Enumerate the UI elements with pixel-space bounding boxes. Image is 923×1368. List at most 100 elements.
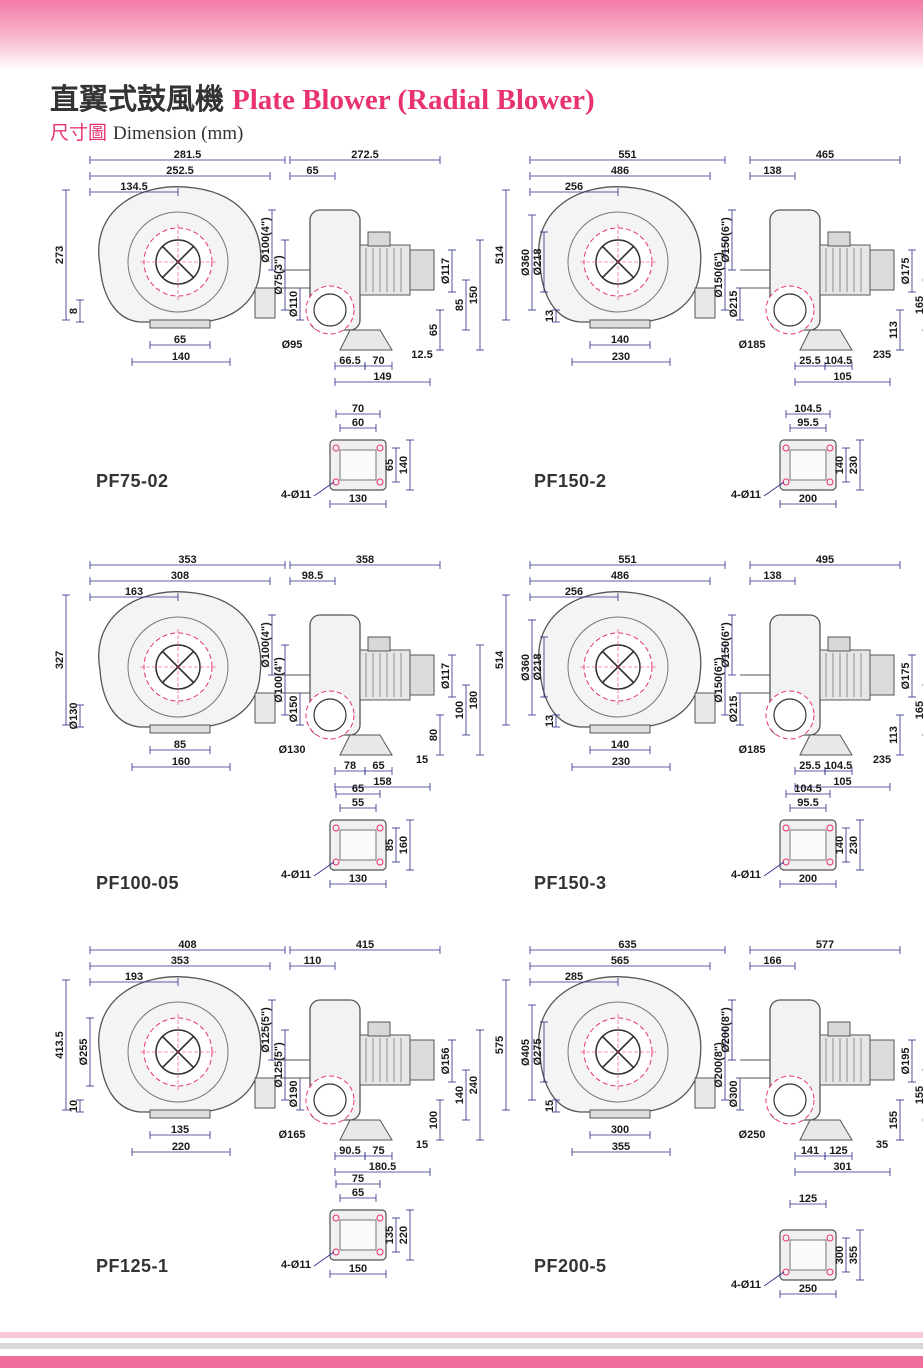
dimension-label: Ø200(8") [720,1007,732,1053]
dimension-label: 75 [352,1173,364,1185]
dimension-label: 140 [398,456,410,474]
dimension-label: Ø110 [288,291,300,317]
dimension-label: 575 [494,1036,506,1054]
dimension-label: 413.5 [54,1031,66,1059]
dimension-label: 150 [349,1263,367,1275]
dimension-label: 272.5 [351,149,379,161]
mount-hole [782,858,790,866]
dimension-label: 85 [384,839,396,851]
dimension-label: Ø218 [532,249,544,276]
terminal-box [827,231,851,247]
dimension-label: 13 [544,310,556,322]
model-label-pf150-2: PF150-2 [534,471,607,491]
dimension-label: 113 [888,321,900,339]
outlet-stub [694,1077,716,1109]
dimension-label: Ø300 [728,1081,740,1108]
base-foot [589,1109,651,1119]
mount-hole [332,478,340,486]
casing-ring [127,1001,229,1103]
dimension-label: 353 [178,554,196,566]
dimension-label: 95.5 [797,417,818,429]
motor-body [359,649,411,701]
footer-stripe-pink [0,1332,923,1338]
dimension-label: 134.5 [120,181,148,193]
dimension-label: 415 [356,939,374,951]
dimension-label: 250 [799,1283,817,1295]
dimension-label: 130 [349,493,367,505]
dimension-label: 160 [172,756,190,768]
dimension-label: 113 [888,726,900,744]
side-view-pf150-2: 465138Ø150(6")Ø175165278113Ø18525.5104.5… [720,149,923,386]
base-foot [149,724,211,734]
terminal-box [827,1021,851,1037]
motor-endcap [869,249,895,291]
terminal-box [367,231,391,247]
base-cutout [339,1219,377,1251]
base-foot [589,724,651,734]
motor-body [359,1034,411,1086]
dimension-label: 80 [428,729,440,741]
casing-ring [567,1001,669,1103]
mount-hole [332,858,340,866]
header-band [0,0,923,70]
dimension-label: Ø117 [440,258,452,284]
motor-body [819,649,871,701]
dimension-label: 66.5 [339,355,360,367]
dimension-label: 353 [171,955,189,967]
dimension-label: 358 [356,554,374,566]
dimension-label: 4-Ø11 [731,1279,761,1291]
motor-endcap [409,1039,435,1081]
dimension-label: 256 [565,181,583,193]
motor-endcap [869,654,895,696]
dimension-label: Ø100(4") [260,217,272,263]
dimension-label: 60 [352,417,364,429]
dimension-label: 25.5 [799,355,820,367]
dimension-label: 465 [816,149,834,161]
dimension-label: 256 [565,586,583,598]
dimension-label: Ø405 [520,1039,532,1066]
title-english: Plate Blower (Radial Blower) [232,84,595,116]
motor-endcap [409,654,435,696]
dimension-label: 300 [834,1246,846,1264]
dimension-label: Ø150(6") [720,622,732,668]
casing-ring [567,211,669,313]
dimension-label: Ø95 [282,339,303,351]
terminal-box [827,636,851,652]
dimension-label: 135 [384,1226,396,1244]
dimension-label: 65 [372,760,384,772]
dimension-label: 104.5 [794,403,822,415]
motor-body [819,1034,871,1086]
dimension-label: Ø130 [68,703,80,730]
dimension-label: Ø215 [728,291,740,318]
terminal-box [367,1021,391,1037]
dimension-label: 130 [349,873,367,885]
outlet-bore [313,293,347,327]
model-label-pf125-1: PF125-1 [96,1256,169,1276]
dimension-label: 65 [352,1187,364,1199]
dimension-label: 65 [306,165,318,177]
dimension-label: 308 [171,570,189,582]
dimension-label: 15 [416,754,428,766]
dimension-label: Ø100(4") [273,657,285,703]
dimension-label: Ø360 [520,654,532,681]
dimension-label: 110 [304,955,322,967]
dimension-label: 140 [834,456,846,474]
dimension-label: 104.5 [794,783,822,795]
dimension-label: 65 [384,459,396,471]
dimension-label: 140 [611,739,629,751]
dimension-label: 70 [372,355,384,367]
mount-hole [782,478,790,486]
dimension-label: Ø117 [440,663,452,689]
dimension-label: 141 [801,1145,819,1157]
side-foot [339,329,393,351]
mount-hole [376,858,384,866]
side-foot [339,1119,393,1141]
outlet-stub [254,1077,276,1109]
